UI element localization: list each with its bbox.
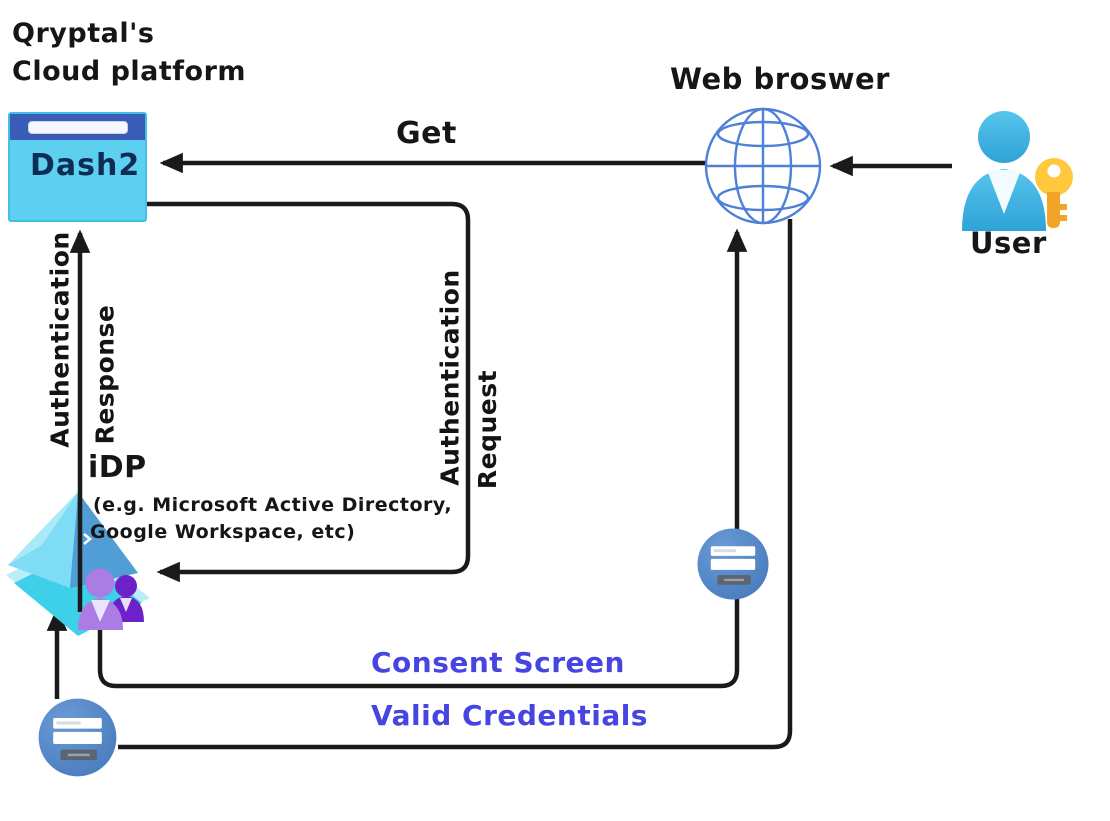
auth-response-label-line2: Response [90,304,120,445]
dash2-addressbar [27,120,128,134]
auth-request-label-line2: Request [473,369,502,490]
dash2-titlebar [10,114,145,140]
get-edge-label: Get [396,116,457,151]
web-browser-label: Web broswer [670,62,890,96]
user-label: User [970,226,1047,260]
login-form-icon [38,698,117,777]
globe-icon [704,107,822,225]
auth-response-label-line1: Authentication [45,231,75,448]
dash2-label: Dash2 [30,148,141,183]
idp-subtitle-line2: Google Workspace, etc) [90,521,356,543]
consent-screen-arrow [97,228,748,689]
auth-request-label-line1: Authentication [435,269,465,486]
users-icon [78,568,144,630]
valid-credentials-line [118,219,793,750]
key-icon [1035,158,1073,228]
user-with-key-icon [962,111,1073,231]
auth-request-arrow [147,201,471,583]
login-form-icon [697,528,769,600]
cloud-platform-title-line1: Qryptal's [12,18,155,49]
consent-screen-label: Consent Screen [371,646,625,679]
valid-credentials-label: Valid Credentials [371,699,648,732]
idp-label: iDP [88,450,147,485]
dash2-window-icon: Dash2 [8,112,147,222]
cloud-platform-title-line2: Cloud platform [12,56,247,87]
idp-subtitle-line1: (e.g. Microsoft Active Directory, [93,494,453,516]
